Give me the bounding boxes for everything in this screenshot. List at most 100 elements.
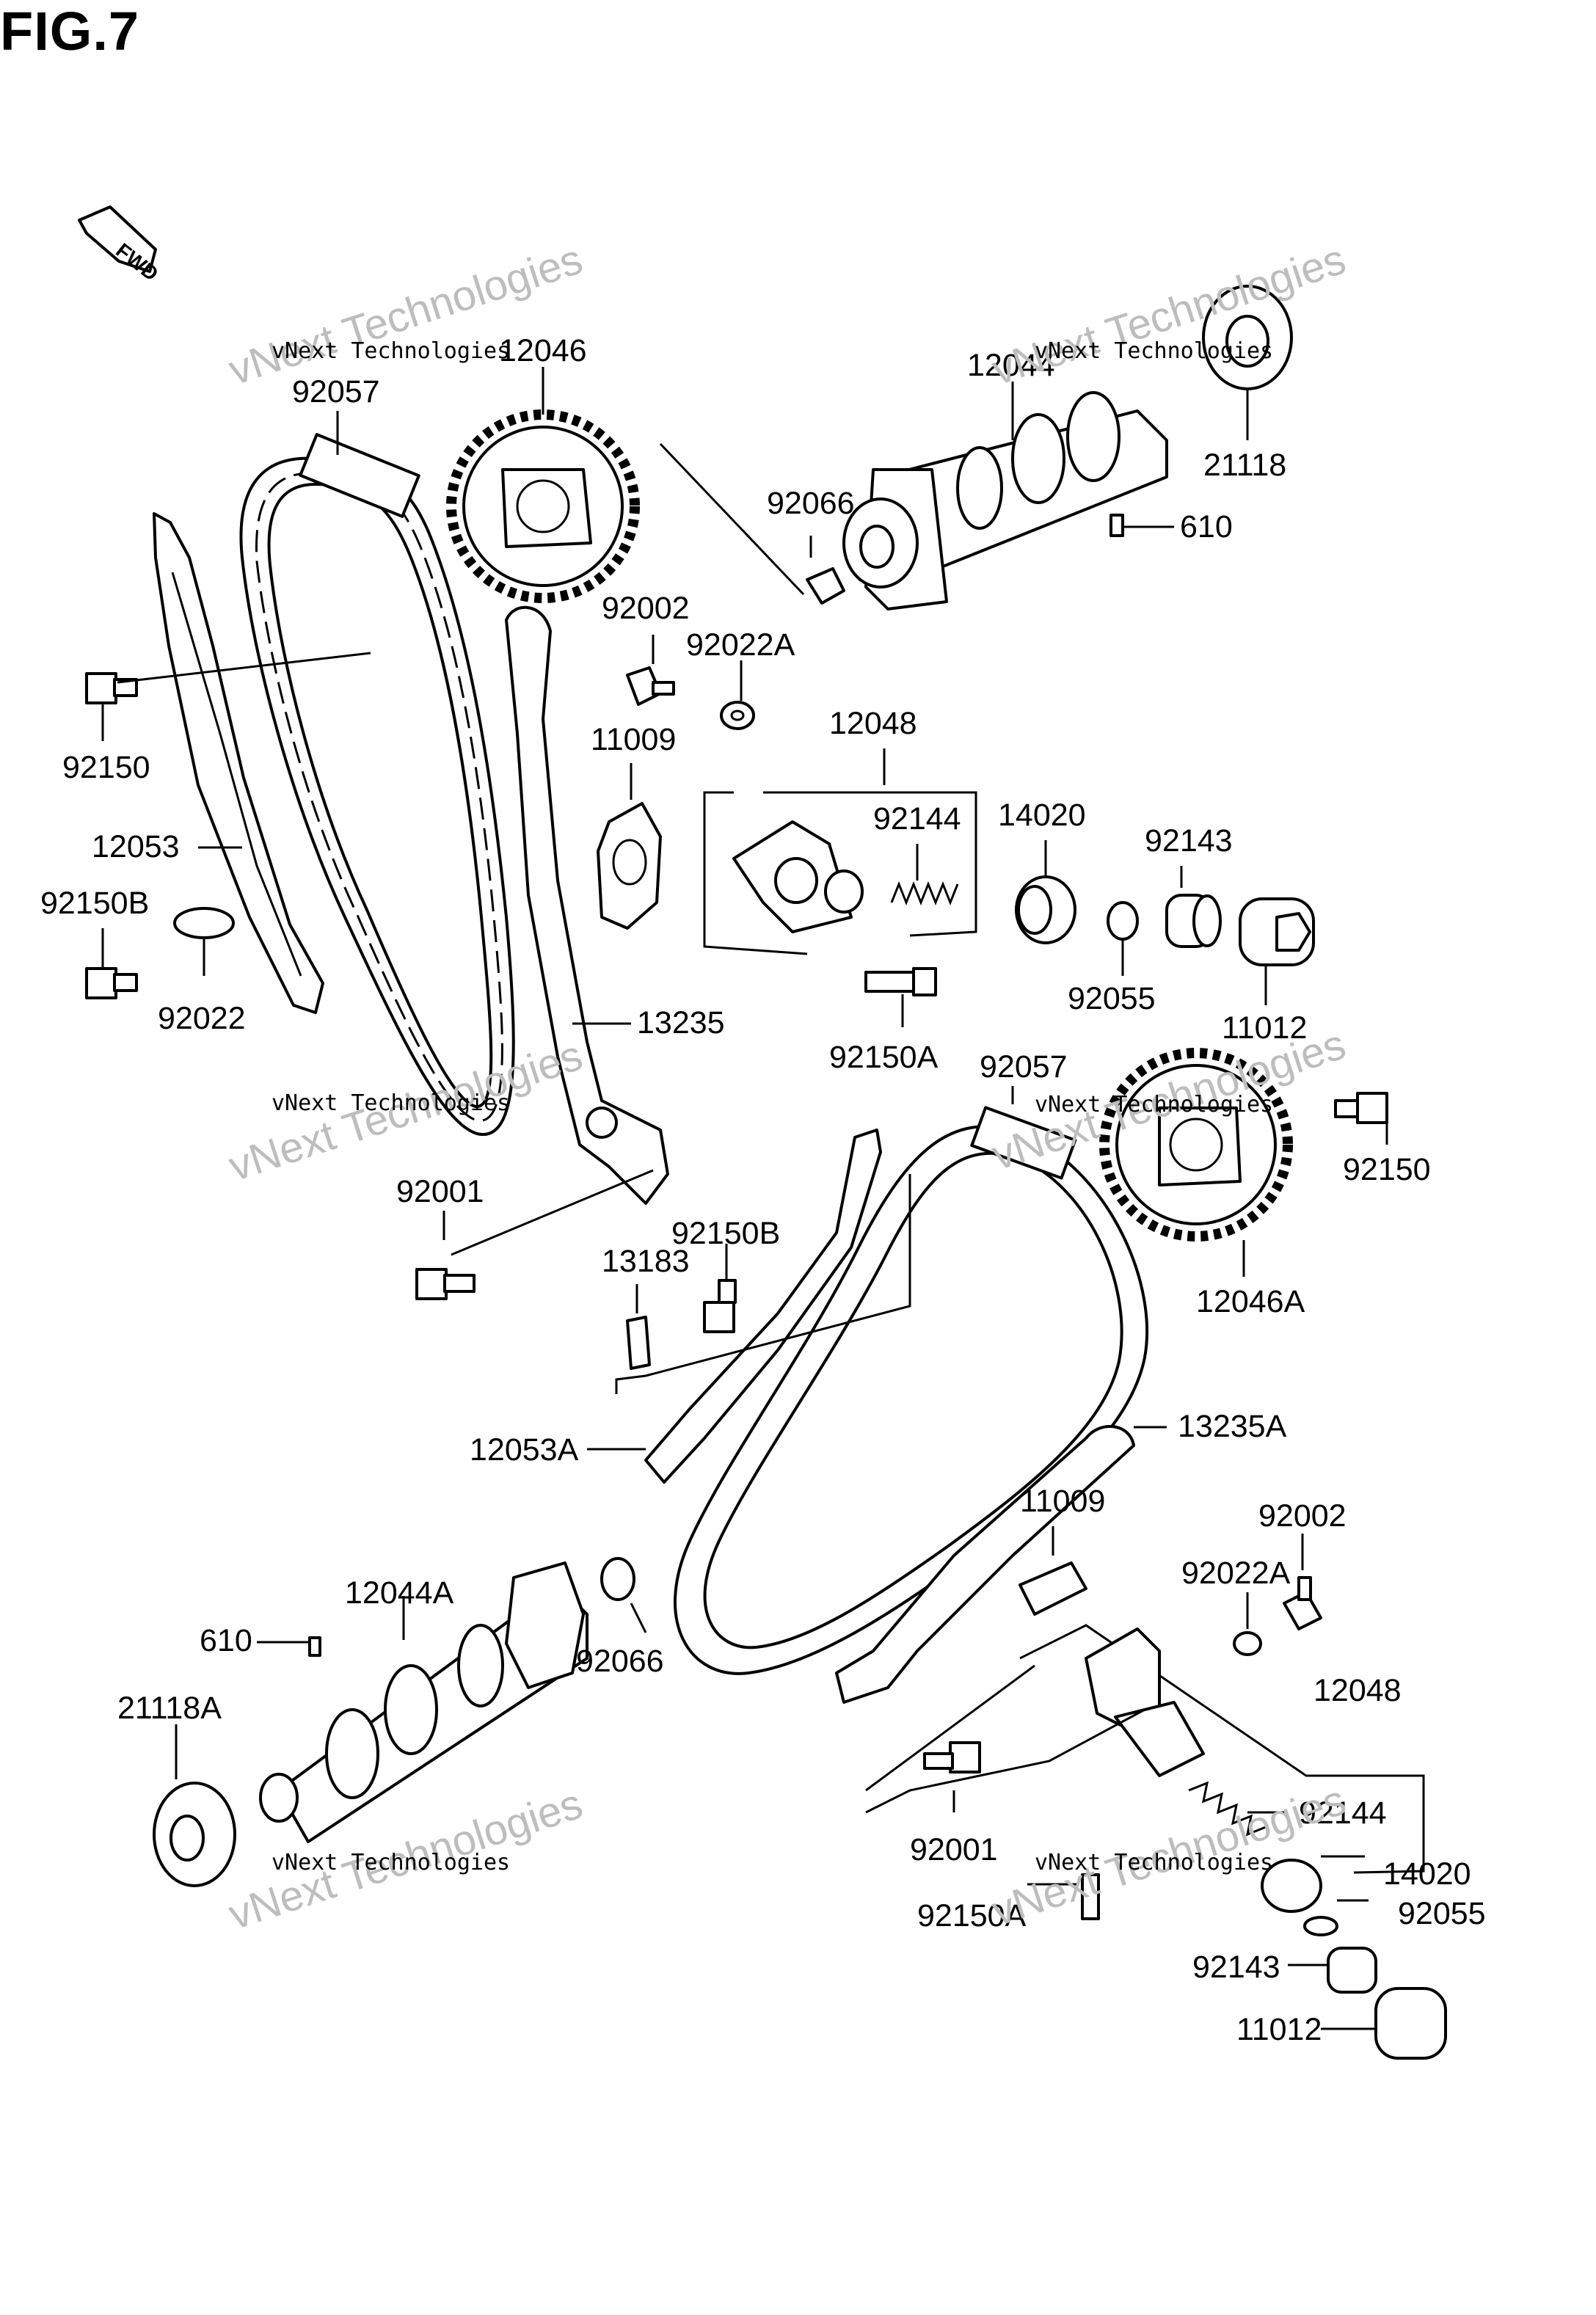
cap-11012: [1239, 897, 1315, 966]
cap-92066: [806, 567, 845, 605]
collar-92143: [1165, 894, 1222, 948]
washer-92022A: [720, 701, 755, 730]
label-610-lower: 610: [200, 1623, 252, 1658]
label-92066-lower: 92066: [576, 1644, 664, 1679]
fwd-arrow-icon: FWD: [78, 205, 163, 285]
washer-92022A-lower: [1233, 1631, 1262, 1656]
label-12044: 12044: [967, 348, 1055, 383]
bolt-92150A-lower: [1081, 1873, 1100, 1920]
label-92022A-lower: 92022A: [1181, 1556, 1291, 1591]
cap-14020-lower: [1261, 1859, 1322, 1913]
svg-text:vNext Technologies: vNext Technologies: [272, 338, 510, 364]
tensioner-guide-13235A: [835, 1425, 1135, 1704]
cam-chain-upper: [239, 433, 515, 1137]
label-21118A: 21118A: [117, 1691, 222, 1726]
cap-11012-lower: [1374, 1987, 1447, 2060]
washer-92022: [173, 907, 235, 939]
label-92150: 92150: [62, 750, 150, 785]
dowel-pin-610-lower: [308, 1636, 321, 1657]
bolt-92150B-lower: [703, 1279, 737, 1333]
svg-text:vNext Technologies: vNext Technologies: [1035, 338, 1273, 364]
camshaft-12044: [842, 391, 1168, 610]
bolt-92001-lower: [923, 1741, 981, 1773]
label-12048: 12048: [829, 706, 917, 741]
chain-guide-12053A: [644, 1129, 882, 1484]
label-14020-lower: 14020: [1383, 1856, 1471, 1892]
sprocket-12046: [446, 409, 640, 603]
svg-text:vNext Technologies: vNext Technologies: [986, 235, 1351, 394]
tensioner-12048-lower: [1085, 1627, 1205, 1777]
cap-92066-lower: [600, 1557, 635, 1601]
label-13183: 13183: [602, 1244, 690, 1279]
label-92022: 92022: [158, 1001, 246, 1036]
sprocket-12046A: [1099, 1048, 1293, 1242]
bolt-92002: [626, 666, 675, 706]
label-12046: 12046: [499, 333, 587, 368]
spring-92144: [890, 881, 959, 906]
label-92002-lower: 92002: [1258, 1498, 1347, 1534]
label-92143: 92143: [1145, 823, 1233, 858]
label-92144-lower: 92144: [1299, 1796, 1387, 1831]
label-13235: 13235: [637, 1005, 725, 1040]
bolt-92150A: [864, 967, 937, 996]
tensioner-12048: [732, 820, 864, 933]
camshaft-12044A: [259, 1561, 589, 1843]
label-11012-lower: 11012: [1236, 2012, 1322, 2047]
label-92066: 92066: [767, 486, 855, 521]
collar-92143-lower: [1327, 1947, 1377, 1994]
bolt-92001-upper: [415, 1268, 475, 1300]
svg-text:vNext Technologies: vNext Technologies: [272, 1850, 510, 1875]
bolt-92150-left: [85, 672, 138, 704]
svg-text:vNext Technologies: vNext Technologies: [1035, 1092, 1273, 1118]
label-11012: 11012: [1222, 1010, 1307, 1046]
label-92143-lower: 92143: [1192, 1950, 1280, 1985]
label-92055-lower: 92055: [1398, 1896, 1486, 1931]
label-92150-right: 92150: [1343, 1152, 1431, 1187]
cam-chain-lower: [673, 1106, 1149, 1675]
label-13235A: 13235A: [1178, 1409, 1287, 1444]
label-11009: 11009: [591, 722, 676, 757]
rotor-21118: [1202, 285, 1293, 390]
label-610: 610: [1180, 509, 1233, 544]
o-ring-92055: [1107, 901, 1139, 941]
label-92150A-lower: 92150A: [917, 1898, 1027, 1933]
bolt-92150B-left: [85, 967, 138, 999]
label-92055: 92055: [1068, 981, 1156, 1016]
figure-title: FIG.7: [0, 1, 140, 62]
spring-92144-lower: [1188, 1781, 1267, 1837]
label-14020: 14020: [998, 798, 1086, 833]
o-ring-92055-lower: [1303, 1916, 1338, 1936]
label-92001: 92001: [396, 1174, 484, 1209]
label-12053A: 12053A: [470, 1432, 579, 1468]
label-92150B-lower: 92150B: [671, 1216, 780, 1251]
label-11009-lower: 11009: [1020, 1484, 1105, 1519]
bracket-12048: [703, 791, 808, 955]
label-92057: 92057: [292, 374, 380, 409]
label-12046A: 12046A: [1196, 1284, 1305, 1319]
label-92002: 92002: [602, 591, 690, 626]
gasket-11009: [597, 802, 662, 930]
label-92144: 92144: [873, 801, 961, 836]
label-92150B: 92150B: [40, 886, 149, 921]
bolt-92002-lower: [1283, 1576, 1322, 1630]
label-12044A: 12044A: [345, 1575, 454, 1611]
rotor-21118A: [153, 1782, 236, 1887]
bracket-13183: [626, 1316, 651, 1370]
gasket-11009-lower: [1019, 1561, 1087, 1616]
tensioner-guide-13235: [505, 605, 669, 1205]
label-92150A: 92150A: [829, 1040, 939, 1075]
chain-guide-12053: [153, 512, 324, 1014]
svg-text:vNext Technologies: vNext Technologies: [223, 235, 588, 394]
bolt-92150-right: [1334, 1092, 1388, 1124]
svg-text:vNext Technologies: vNext Technologies: [1035, 1850, 1273, 1875]
label-92001-lower: 92001: [910, 1832, 998, 1867]
label-92022A: 92022A: [686, 627, 795, 663]
dowel-pin-610: [1109, 514, 1124, 537]
label-12048-lower: 12048: [1313, 1673, 1402, 1708]
cap-14020: [1015, 875, 1076, 944]
label-12053: 12053: [92, 829, 180, 864]
label-92057-lower: 92057: [980, 1049, 1068, 1084]
svg-text:vNext Technologies: vNext Technologies: [272, 1090, 510, 1116]
